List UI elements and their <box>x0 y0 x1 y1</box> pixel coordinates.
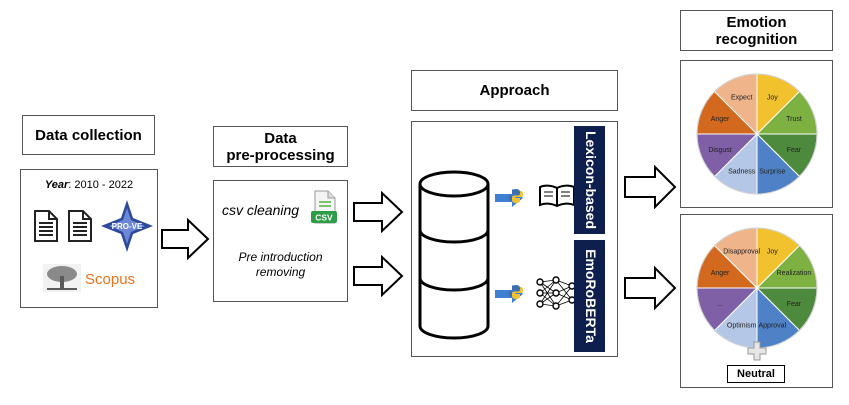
plus-icon <box>747 341 767 361</box>
flow-arrow <box>624 165 677 209</box>
lexicon-based-banner: Lexicon-based <box>574 126 605 234</box>
data-collection-panel: Year: 2010 - 2022 PRO-VE Scopus <box>20 169 158 308</box>
data-collection-title: Data collection <box>35 126 142 144</box>
year-range: Year: 2010 - 2022 <box>21 179 157 191</box>
lexicon-based-label: Lexicon-based <box>583 131 599 229</box>
wheel-slice-label: Anger <box>711 116 730 123</box>
neutral-label: Neutral <box>737 368 775 380</box>
wheel-slice-label: Anger <box>711 270 730 277</box>
emotion-recognition-title-box: Emotion recognition <box>680 10 833 51</box>
book-icon <box>539 184 575 208</box>
pre-introduction-line2: removing <box>255 265 306 279</box>
csv-cleaning-step: csv cleaning <box>222 202 300 218</box>
wheel-slice-label: Joy <box>767 95 778 102</box>
preprocessing-title-box: Data pre-processing <box>213 126 348 167</box>
database-icon <box>418 170 490 340</box>
wheel-slice-label: Realization <box>777 270 812 277</box>
preprocessing-title-line1: Data <box>264 129 297 147</box>
data-collection-title-box: Data collection <box>22 115 155 155</box>
wheel-outline <box>696 73 818 195</box>
year-value: : 2010 - 2022 <box>68 179 134 191</box>
pre-introduction-line1: Pre introduction <box>238 250 323 264</box>
wheel-slice-label: Fear <box>787 147 802 154</box>
wheel-slice-label: Expect <box>731 95 752 102</box>
year-label: Year <box>44 179 69 191</box>
python-icon <box>509 285 523 299</box>
wheel-slice-label: Fear <box>787 301 802 308</box>
wheel-slice-label: Trust <box>786 116 802 123</box>
neutral-box: Neutral <box>727 365 785 383</box>
wheel-slice-label: Optimism <box>727 322 757 329</box>
elsevier-tree-icon <box>43 264 81 292</box>
prove-logo: PRO-VE <box>101 200 153 252</box>
csv-badge: CSV <box>315 213 333 223</box>
python-icon <box>509 189 523 203</box>
wheel-slice-label: ... <box>717 301 723 308</box>
wheel-slice-label: Approval <box>758 322 786 329</box>
neural-network-icon <box>536 276 576 310</box>
scopus-logo: Scopus <box>85 271 136 288</box>
emoroberta-label: EmoRoBERTa <box>583 249 599 343</box>
emotion-recognition-title-line2: recognition <box>715 30 798 48</box>
flow-arrow <box>353 191 404 233</box>
document-icon <box>34 210 58 242</box>
flow-arrow <box>624 266 677 310</box>
wheel-slice-label: Disgust <box>708 147 731 154</box>
pre-introduction-step: Pre introduction removing <box>214 250 347 280</box>
wheel-slice-label: Surprise <box>759 168 785 175</box>
preprocessing-panel: csv cleaning CSV Pre introduction removi… <box>213 180 348 302</box>
approach-title-box: Approach <box>411 70 618 111</box>
approach-panel: Lexicon-based EmoRoBERTa <box>411 121 618 357</box>
preprocessing-title-line2: pre-processing <box>226 146 335 164</box>
wheel-slice-label: Sadness <box>728 168 756 175</box>
approach-title: Approach <box>479 82 550 99</box>
flow-arrow <box>161 218 210 260</box>
document-icon <box>68 210 92 242</box>
wheel-slice-label: Disapproval <box>723 249 760 256</box>
flow-arrow <box>353 255 404 297</box>
emoroberta-banner: EmoRoBERTa <box>574 240 605 352</box>
prove-logo-text: PRO-VE <box>112 222 143 231</box>
emotion-recognition-title-line1: Emotion <box>726 13 787 31</box>
csv-file-icon: CSV <box>311 190 337 224</box>
wheel-slice-label: Joy <box>767 249 778 256</box>
